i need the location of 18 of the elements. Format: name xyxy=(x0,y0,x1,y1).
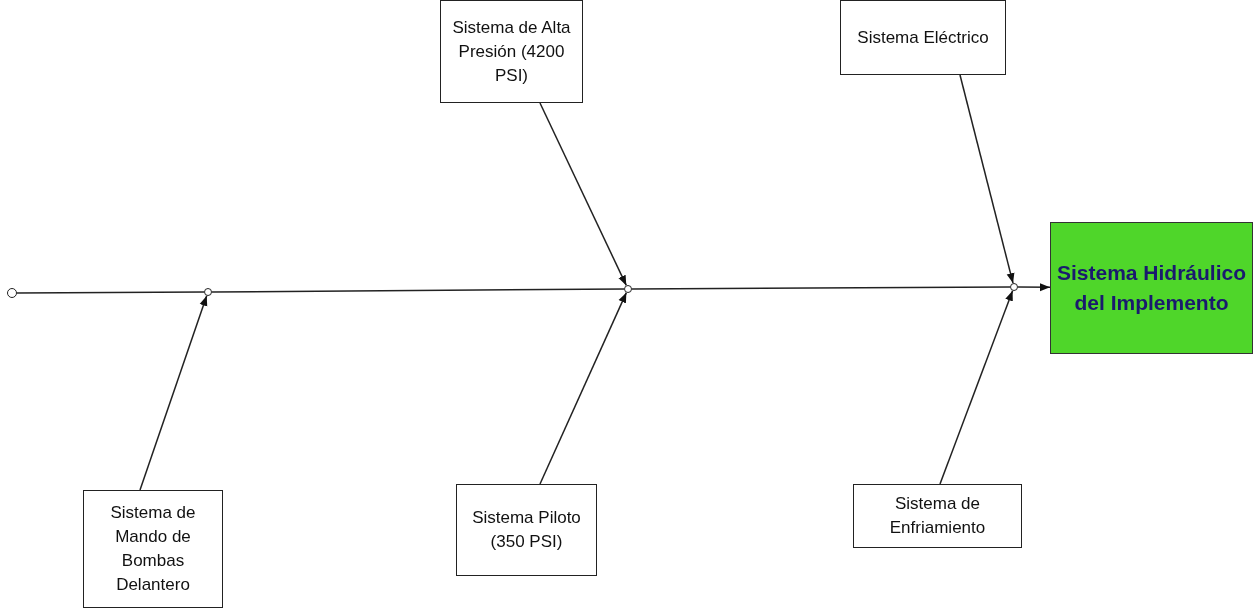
cause-box xyxy=(83,490,223,608)
box-label: Sistema de Enfriamiento xyxy=(888,493,987,539)
arrow xyxy=(539,102,628,287)
arrow xyxy=(539,291,628,485)
cause-box xyxy=(440,0,583,103)
cause-box xyxy=(840,0,1006,75)
box-label: Sistema de Mando de Bombas Delantero xyxy=(109,502,197,596)
box-label: Sistema Eléctrico xyxy=(857,26,989,49)
box-label: Sistema de Alta Presión (4200 PSI) xyxy=(451,16,572,87)
cause-box xyxy=(853,484,1022,548)
cause-box xyxy=(456,484,597,576)
arrow xyxy=(939,290,1014,485)
effect-box xyxy=(1050,222,1253,354)
box-label: Sistema Piloto (350 PSI) xyxy=(471,507,582,553)
box-label: Sistema Hidráulico del Implemento xyxy=(1055,260,1248,316)
arrow xyxy=(959,74,1015,284)
arrow xyxy=(139,295,208,491)
arrow xyxy=(1017,283,1051,292)
